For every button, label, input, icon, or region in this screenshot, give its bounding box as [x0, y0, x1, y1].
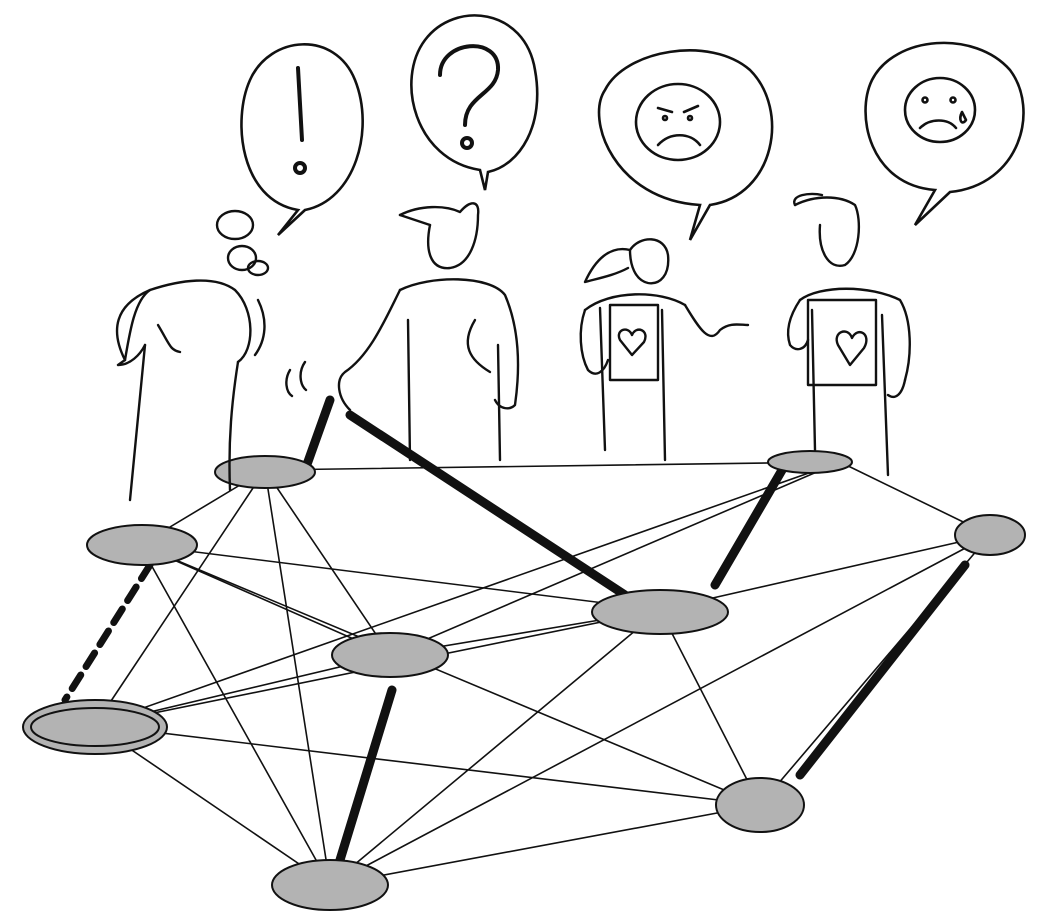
thought-bubble-2: [411, 15, 537, 190]
node-3: [768, 451, 852, 473]
person-3: [581, 239, 748, 460]
node-2: [87, 525, 197, 565]
thought-bubbles: [241, 15, 1023, 240]
thin-links: [95, 462, 990, 885]
thought-trail: [217, 211, 268, 275]
node-8: [716, 778, 804, 832]
person-4: [788, 194, 910, 475]
node-6: [332, 633, 448, 677]
thought-bubble-3: [599, 50, 772, 240]
node-10: [31, 708, 159, 746]
node-9: [272, 860, 388, 910]
thought-bubble-1: [241, 44, 362, 235]
thought-bubble-4: [866, 43, 1024, 225]
node-4: [955, 515, 1025, 555]
dashed-heavy-link: [65, 565, 150, 700]
node-5: [592, 590, 728, 634]
